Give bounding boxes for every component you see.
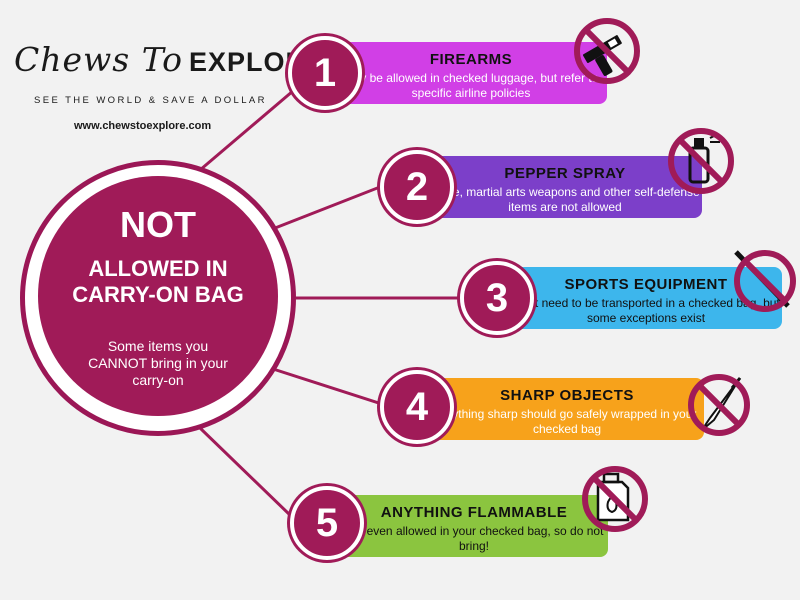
brand-tagline: SEE THE WORLD & SAVE A DOLLAR: [34, 95, 267, 106]
hub-description: Some items you CANNOT bring in your carr…: [88, 338, 228, 388]
sports-equipment-prohibited-icon: [730, 246, 800, 316]
item-bar: PEPPER SPRAY Mace, martial arts weapons …: [428, 156, 702, 218]
item-number: 5: [290, 486, 364, 560]
item-title: SPORTS EQUIPMENT: [564, 276, 728, 293]
item-bar: ANYTHING FLAMMABLE Not even allowed in y…: [340, 495, 608, 557]
gun-prohibited-icon: [572, 16, 642, 86]
item-description: Mace, martial arts weapons and other sel…: [430, 185, 700, 214]
item-description: Most need to be transported in a checked…: [512, 296, 780, 325]
item-bar: SHARP OBJECTS Anything sharp should go s…: [430, 378, 704, 440]
item-description: Anything sharp should go safely wrapped …: [437, 407, 697, 436]
item-description: May be allowed in checked luggage, but r…: [343, 71, 599, 100]
gas-can-prohibited-icon: [578, 462, 648, 532]
item-title: PEPPER SPRAY: [504, 165, 626, 182]
item-number: 3: [460, 261, 534, 335]
hub-circle: NOT ALLOWED IN CARRY-ON BAG Some items y…: [38, 176, 278, 416]
item-description: Not even allowed in your checked bag, so…: [344, 524, 604, 553]
brand-name-script: Chews To: [14, 40, 184, 79]
site-url: www.chewstoexplore.com: [74, 120, 212, 132]
item-bar: FIREARMS May be allowed in checked lugga…: [335, 42, 607, 104]
item-title: SHARP OBJECTS: [500, 387, 634, 404]
hub-title: NOT: [120, 204, 196, 245]
item-number: 4: [380, 370, 454, 444]
pepper-spray-prohibited-icon: [666, 126, 736, 196]
item-number: 2: [380, 150, 454, 224]
item-title: ANYTHING FLAMMABLE: [380, 504, 568, 521]
knife-prohibited-icon: [684, 370, 754, 440]
item-title: FIREARMS: [429, 51, 513, 68]
hub-subtitle: ALLOWED IN CARRY-ON BAG: [72, 256, 244, 307]
item-number: 1: [288, 36, 362, 110]
brand-logo: Chews To EXPLORE SEE THE WORLD & SAVE A …: [14, 40, 324, 106]
